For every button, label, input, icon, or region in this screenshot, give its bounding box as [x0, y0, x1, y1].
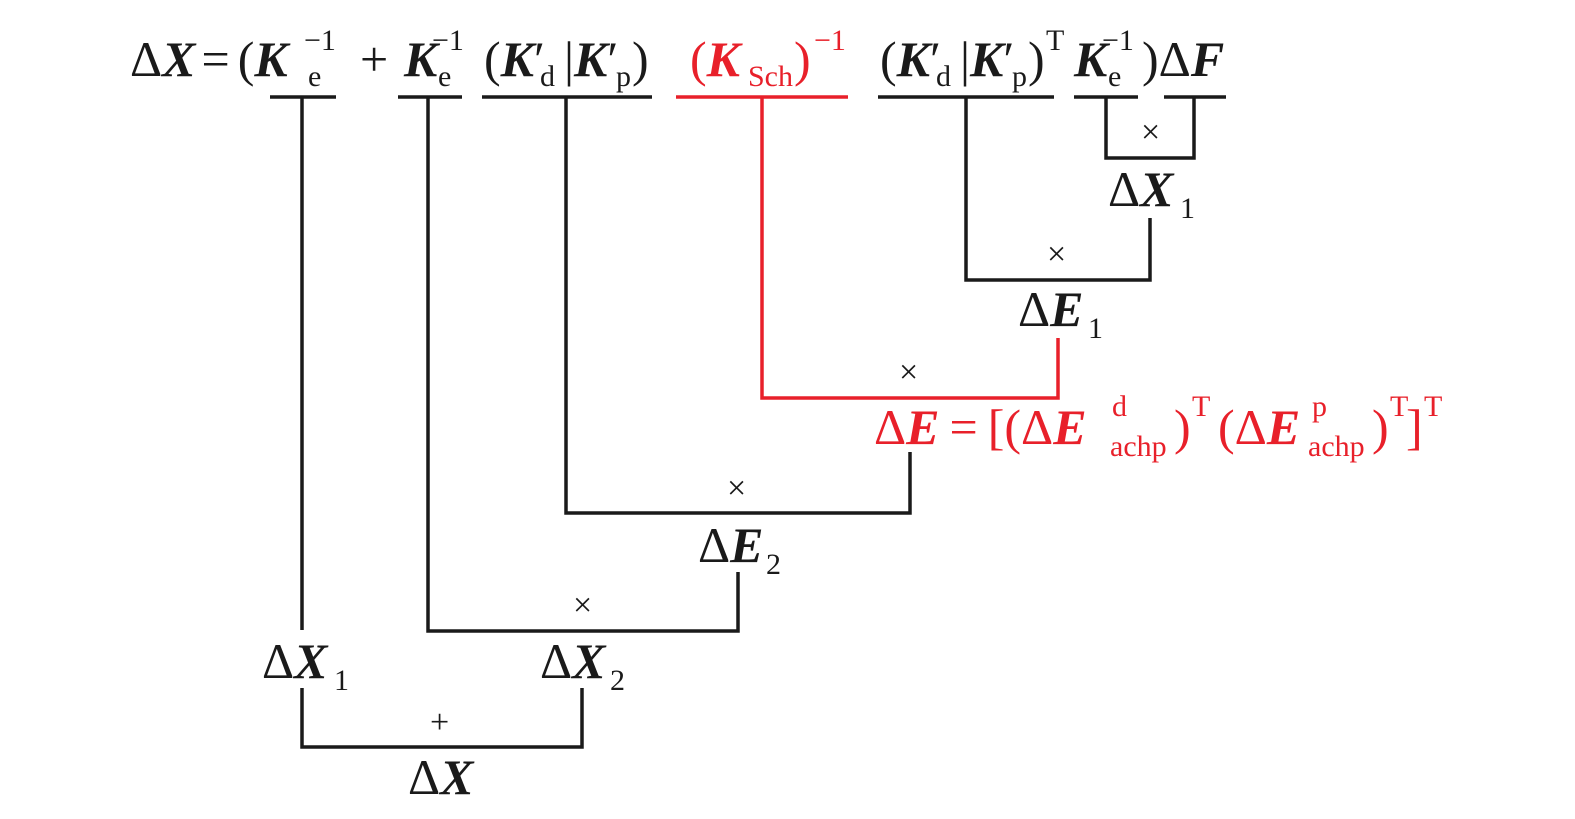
delta-x1-bottom-sub: 1 — [334, 664, 349, 697]
delta-x1-bottom-delta: Δ — [262, 633, 294, 689]
delta-f-group: )ΔF — [1142, 31, 1224, 87]
ke-sup-2: −1 — [432, 24, 464, 57]
delta-e-sub-achp-2: achp — [1308, 430, 1365, 463]
delta-e2-delta: Δ — [698, 517, 730, 573]
bracket-e — [760, 97, 1060, 400]
delta-e-sup-d: d — [1112, 390, 1127, 423]
delta-e1-delta: Δ — [1018, 281, 1050, 337]
svg-text:]: ] — [1406, 399, 1423, 455]
kd-t-sub: d — [936, 60, 951, 93]
delta-e1-sub: 1 — [1088, 312, 1103, 345]
delta-x1-bottom-x: X — [292, 633, 329, 689]
times-op-3: × — [899, 354, 918, 391]
bracket-x1 — [1104, 97, 1196, 160]
bracket-x2 — [426, 97, 740, 633]
ke-sup-1: −1 — [304, 24, 336, 57]
svg-text:): ) — [1174, 399, 1191, 455]
node-delta-x1-top: ΔX 1 — [1108, 161, 1195, 225]
delta-x2-x: X — [570, 633, 607, 689]
svg-text:ΔE: ΔE — [1018, 281, 1084, 337]
svg-text:ΔX: ΔX — [1108, 161, 1175, 217]
kd-sub: d — [540, 60, 555, 93]
delta-x1-top-sub: 1 — [1180, 192, 1195, 225]
bracket-sum — [300, 688, 584, 749]
connector-lines — [300, 97, 1196, 749]
delta-x1-top-x: X — [1138, 161, 1175, 217]
svg-text:): ) — [1372, 399, 1389, 455]
node-delta-e1: ΔE 1 — [1018, 281, 1103, 345]
delta-x-result-x: X — [438, 749, 475, 805]
kp-t-part: |K′ — [960, 31, 1014, 87]
delta-e-sup-t-1: T — [1192, 390, 1210, 423]
delta-e2-sub: 2 — [766, 548, 781, 581]
bracket-e2 — [564, 97, 912, 515]
delta-x-result-delta: Δ — [408, 749, 440, 805]
delta-x2-sub: 2 — [610, 664, 625, 697]
node-delta-x2: ΔX 2 — [540, 633, 625, 697]
x-symbol: X — [160, 31, 197, 87]
svg-text:(ΔE: (ΔE — [1218, 399, 1300, 455]
times-op-1: × — [1141, 114, 1160, 151]
operators: × × × × × + — [430, 114, 1160, 741]
ke-sub-1: e — [308, 60, 321, 93]
ke-symbol-1: K — [253, 31, 291, 87]
times-op-4: × — [727, 470, 746, 507]
kd-kp-group: (K′ — [484, 31, 545, 87]
delta-x2-delta: Δ — [540, 633, 572, 689]
ke-symbol-2: K — [403, 31, 441, 87]
equals-sign: = — [202, 31, 230, 87]
delta-x1-top-delta: Δ — [1108, 161, 1140, 217]
kp-part: |K′ — [564, 31, 618, 87]
delta-e-sup-t-2: T — [1390, 390, 1408, 423]
kp-t-sub: p — [1012, 60, 1027, 93]
node-delta-x-result: ΔX — [408, 749, 475, 805]
svg-text:ΔE: ΔE — [698, 517, 764, 573]
node-delta-e2: ΔE 2 — [698, 517, 781, 581]
plus-top: + — [360, 31, 388, 87]
ke-sub-2: e — [438, 60, 451, 93]
delta-e2-e: E — [729, 517, 763, 573]
svg-text:ΔX: ΔX — [408, 749, 475, 805]
ksch-sub: Sch — [748, 60, 793, 93]
ksch-sup: −1 — [814, 24, 846, 57]
kp-sub: p — [616, 60, 631, 93]
bracket-e1 — [964, 97, 1152, 282]
delta-symbol: Δ — [130, 31, 162, 87]
kd-kp-t-close: ) — [1028, 31, 1045, 87]
delta-e-sup-p: p — [1312, 390, 1327, 423]
delta-x-lhs: ΔX=(K — [130, 31, 291, 87]
svg-text:ΔX: ΔX — [540, 633, 607, 689]
open-paren: ( — [238, 31, 255, 87]
plus-op: + — [430, 704, 449, 741]
times-op-2: × — [1047, 236, 1066, 273]
ksch-group: (K — [690, 31, 744, 87]
kd-kp-close: ) — [632, 31, 649, 87]
kd-kp-t-group: (K′ — [880, 31, 941, 87]
ke-symbol-3: K — [1073, 31, 1111, 87]
ksch-close: ) — [794, 31, 811, 87]
kd-kp-t-sup: T — [1046, 24, 1064, 57]
svg-text:ΔX: ΔX — [262, 633, 329, 689]
delta-e1-e: E — [1049, 281, 1083, 337]
node-delta-e: ΔE=[(ΔE d achp ) T (ΔE p achp ) T ] T — [874, 390, 1442, 463]
top-equation: ΔX=(K e −1 + K e −1 (K′ d |K′ p ) (K Sch… — [130, 24, 1224, 93]
svg-text:ΔE=[(ΔE: ΔE=[(ΔE — [874, 399, 1087, 455]
ke-sub-3: e — [1108, 60, 1121, 93]
delta-e-sub-achp-1: achp — [1110, 430, 1167, 463]
ke-sup-3: −1 — [1102, 24, 1134, 57]
times-op-5: × — [573, 587, 592, 624]
node-delta-x1-bottom: ΔX 1 — [262, 633, 349, 697]
delta-e-sup-t-3: T — [1424, 390, 1442, 423]
